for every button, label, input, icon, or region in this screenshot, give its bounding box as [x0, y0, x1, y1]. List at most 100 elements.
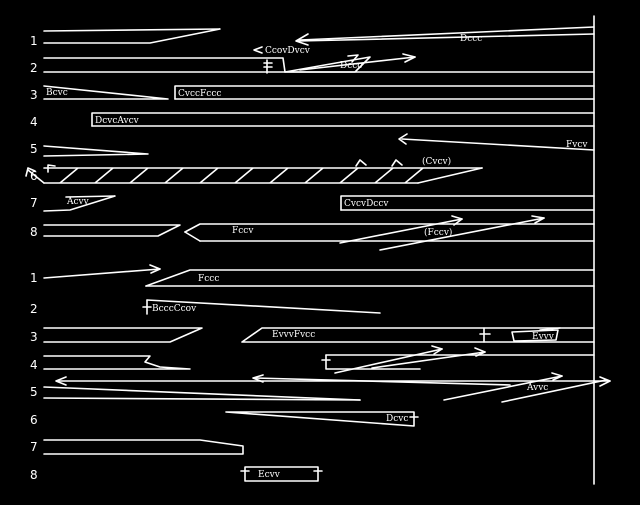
label-ecvv: Ecvv	[258, 470, 281, 480]
row5-right-stroke	[401, 138, 595, 151]
row6-marker-2	[391, 159, 403, 167]
hatch-stroke	[374, 167, 394, 184]
row1-small-arrowhead	[253, 46, 263, 54]
row8-tip	[184, 231, 201, 242]
row-number: 6	[30, 169, 38, 183]
row6-right-edge	[417, 167, 483, 184]
row3-box	[174, 85, 595, 100]
b4-arrowhead-2	[474, 347, 486, 357]
label-fccv-paren: (Fccv)	[424, 227, 452, 238]
row-number: 2	[30, 302, 38, 316]
row6-arrowhead	[25, 167, 36, 177]
b7-shape	[43, 439, 244, 455]
row-8-strokes: Fccv (Fccv)	[43, 215, 595, 251]
b5-stroke	[43, 386, 361, 401]
row7-wedge	[43, 195, 116, 212]
row2-box	[43, 57, 286, 73]
b1-arrowhead	[149, 264, 161, 274]
row4-box	[91, 112, 595, 127]
label-fccv: Fccv	[232, 226, 254, 236]
hatch-stroke	[129, 167, 149, 184]
bottom-row-8-strokes: Ecvv	[240, 466, 323, 482]
b1-top-line	[145, 269, 595, 287]
b5-arrowhead	[551, 372, 563, 381]
row-2-strokes: Dccc	[43, 53, 595, 74]
b3-small-box	[511, 329, 559, 342]
b5-mid-stroke	[254, 377, 511, 386]
b4-arrowhead	[431, 345, 443, 355]
b3-left-wedge	[43, 327, 203, 343]
row1-return-stroke	[297, 33, 595, 42]
row-number: 5	[30, 385, 38, 399]
hatch-stroke	[94, 167, 114, 184]
b5-stroke-2	[43, 397, 361, 401]
row-5-strokes: Fvcv	[43, 133, 595, 157]
row-1-strokes: Dccc CcovDvcv	[43, 26, 595, 56]
label-fvcv: Fvcv	[566, 140, 588, 150]
row5-arrowhead	[398, 133, 408, 145]
row1-wedge	[43, 28, 221, 44]
row-number: 4	[30, 115, 38, 129]
label-ccovdvcv: CcovDvcv	[265, 46, 311, 56]
row2-arrowhead	[402, 53, 416, 63]
row-3-strokes: Bcvc CvccFccc	[43, 85, 595, 100]
label-cvcvdccv: CvcvDccv	[344, 199, 389, 209]
label-dcvcavcv: DcvcAvcv	[95, 116, 140, 126]
row-numbers-top: 1 2 3 4 5 6 7 8	[30, 34, 38, 239]
row8-arrowhead-2	[531, 215, 545, 224]
row1-arrowhead	[295, 33, 309, 46]
label-acvv: Acvv	[66, 197, 90, 207]
row-7-strokes: Acvv CvcvDccv	[43, 195, 595, 212]
label-cvcv: (Cvcv)	[422, 156, 451, 167]
bottom-row-1-strokes: Fccc	[43, 264, 595, 287]
row8-arrow-line	[339, 218, 463, 244]
row2-wedge	[284, 56, 371, 73]
row6-arrowhead-2	[47, 164, 56, 173]
hatch-stroke	[339, 167, 359, 184]
row1-long-stroke	[299, 26, 595, 41]
bottom-row-4-strokes	[43, 345, 595, 374]
label-dccc: Dccc	[460, 34, 482, 44]
hatch-stroke	[404, 167, 424, 184]
b1-arrow-line	[43, 268, 161, 279]
b5-arrow-line-2	[501, 379, 607, 403]
b5-arrow-line	[443, 375, 563, 401]
label-avvc: Avvc	[526, 383, 548, 393]
b4-arrow-line-2	[371, 351, 486, 369]
bottom-row-6-strokes: Dcvc	[225, 411, 419, 427]
bottom-row-7-strokes	[43, 439, 244, 455]
row-number: 3	[30, 88, 38, 102]
hatch-stroke	[199, 167, 219, 184]
row8-arrowhead	[451, 215, 463, 226]
row-number: 7	[30, 196, 38, 210]
row-number: 8	[30, 225, 38, 239]
row6-marker	[355, 159, 367, 167]
b5-mid-arrowhead	[252, 374, 264, 383]
row-numbers-bottom: 1 2 3 4 5 6 7 8	[30, 271, 38, 482]
b5-left-arrowhead	[55, 376, 67, 386]
row-number: 1	[30, 34, 38, 48]
row6-left-edge	[27, 169, 45, 184]
bottom-row-5-strokes: Avvc	[43, 372, 611, 403]
row-number: 7	[30, 440, 38, 454]
row2-arrow-line	[299, 56, 416, 71]
row8-top-line	[184, 223, 595, 233]
row6-hatch	[59, 167, 424, 184]
row-number: 6	[30, 413, 38, 427]
hatch-stroke	[59, 167, 79, 184]
row-number: 1	[30, 271, 38, 285]
row5-left-wedge	[43, 145, 149, 157]
b3-small-stroke	[539, 327, 561, 331]
row-number: 4	[30, 358, 38, 372]
b2-stroke	[146, 299, 381, 314]
row8-left-wedge	[43, 224, 181, 237]
label-evvvfvcc: EvvvFvcc	[272, 330, 315, 340]
hatch-stroke	[304, 167, 324, 184]
row-number: 2	[30, 61, 38, 75]
row-4-strokes: DcvcAvcv	[91, 112, 595, 127]
hatch-stroke	[269, 167, 289, 184]
bottom-row-2-strokes: BcccCcov	[142, 299, 381, 315]
bottom-row-3-strokes: EvvvFvcc Evvv	[43, 327, 595, 343]
hatch-stroke	[234, 167, 254, 184]
